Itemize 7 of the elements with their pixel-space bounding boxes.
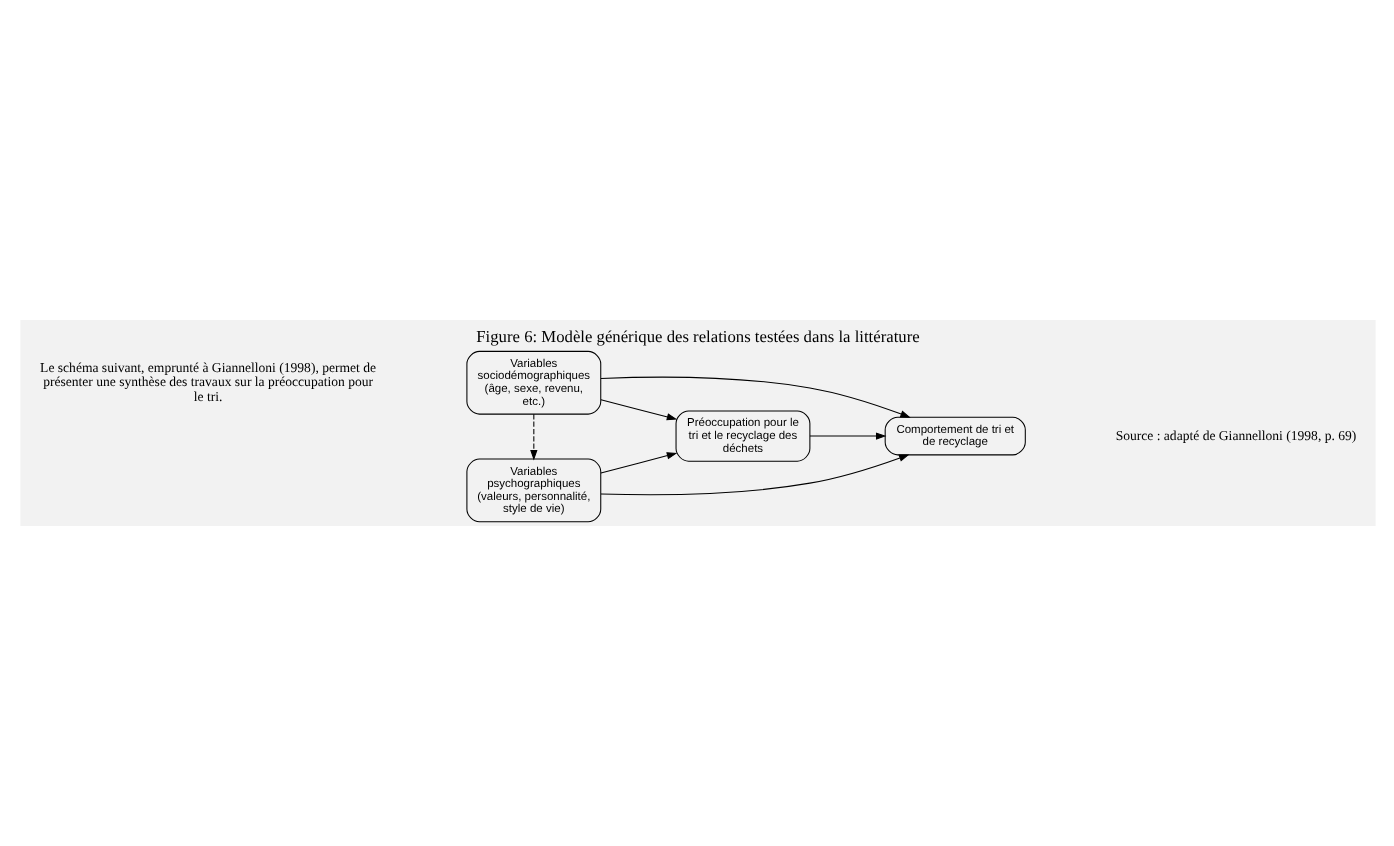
arrow [599,399,677,421]
arrow [599,452,677,474]
arrow [599,454,909,496]
arrow [599,376,910,418]
diagram-title: Figure 6: Modèle générique des relations testées dans la littérature [475,327,919,346]
arrow [529,413,537,461]
arrow [808,432,886,440]
